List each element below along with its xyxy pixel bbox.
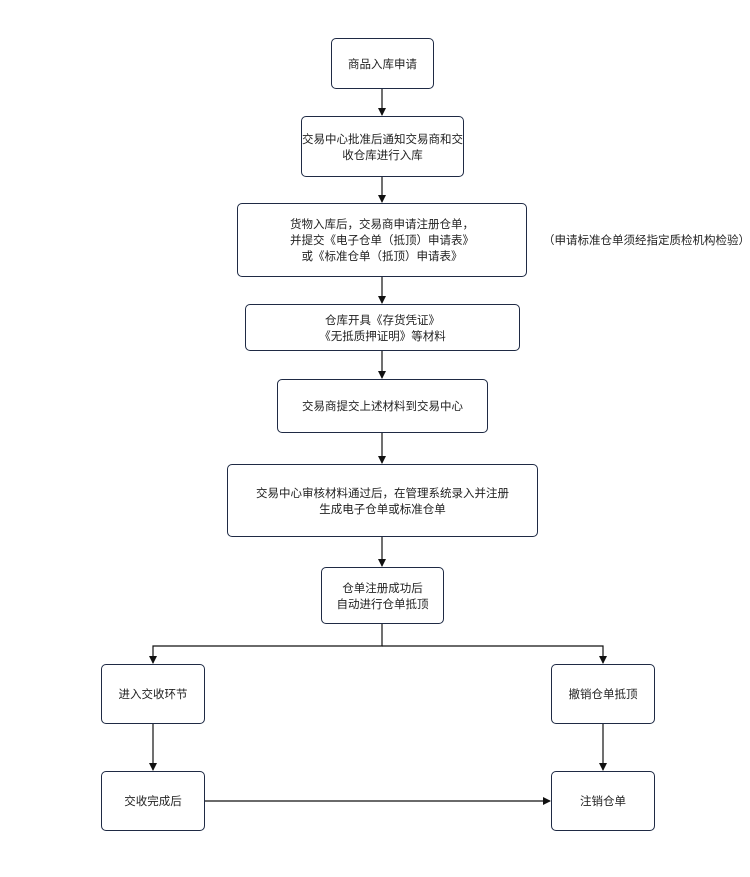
node-text-line: 仓库开具《存货凭证》 [325, 312, 440, 327]
node-text-line: 交易商提交上述材料到交易中心 [302, 399, 463, 413]
node-text-line: 交收完成后 [124, 794, 182, 808]
node-text-line: 注销仓单 [580, 794, 626, 808]
node-text-line: 交易中心批准后通知交易商和交 [302, 131, 463, 146]
node-register-warehouse-receipt: 货物入库后，交易商申请注册仓单， 并提交《电子仓单（抵顶）申请表》或《标准仓单（抵… [237, 203, 527, 277]
node-text-line: 商品入库申请 [348, 56, 417, 71]
node-text-line: 或《标准仓单（抵顶）申请表》 [301, 249, 463, 263]
node-text-line: 撤销仓单抵顶 [568, 687, 638, 701]
node-warehouse-issue-documents: 仓库开具《存货凭证》《无抵质押证明》等材料 [245, 304, 520, 351]
node-enter-delivery: 进入交收环节 [101, 664, 205, 724]
node-text-line: 交易中心审核材料通过后，在管理系统录入并注册 [256, 485, 509, 500]
node-text-line: 货物入库后，交易商申请注册仓单， [290, 217, 474, 231]
node-cancel-offset: 撤销仓单抵顶 [551, 664, 655, 724]
node-text-line: 进入交收环节 [118, 687, 188, 701]
node-center-review-register: 交易中心审核材料通过后，在管理系统录入并注册生成电子仓单或标准仓单 [227, 464, 538, 537]
node-text-line: 并提交《电子仓单（抵顶）申请表》 [290, 233, 474, 247]
note-inspection-requirement: （申请标准仓单须经指定质检机构检验） [543, 233, 750, 247]
node-text-line: 收仓库进行入库 [342, 147, 423, 162]
node-text-line: 生成电子仓单或标准仓单 [319, 501, 446, 516]
edge-n7-n9 [382, 645, 607, 664]
node-cancel-receipt: 注销仓单 [551, 771, 655, 831]
edge-n7-n8 [149, 624, 383, 664]
node-delivery-complete: 交收完成后 [101, 771, 205, 831]
node-submit-materials: 交易商提交上述材料到交易中心 [277, 379, 488, 433]
node-auto-offset: 仓单注册成功后自动进行仓单抵顶 [321, 567, 444, 624]
node-center-approve-notify: 交易中心批准后通知交易商和交收仓库进行入库 [301, 116, 464, 177]
node-goods-inbound-application: 商品入库申请 [331, 38, 434, 89]
node-text-line: 《无抵质押证明》等材料 [319, 328, 446, 343]
node-text-line: 自动进行仓单抵顶 [336, 596, 429, 611]
node-text-line: 仓单注册成功后 [342, 580, 423, 595]
